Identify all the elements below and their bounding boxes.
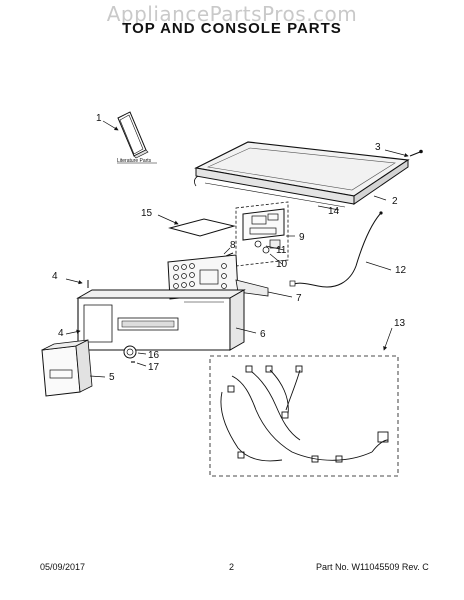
callout-10: 10 <box>276 259 288 270</box>
callout-9: 9 <box>299 232 305 243</box>
screw <box>409 149 423 157</box>
callout-15: 15 <box>141 208 153 219</box>
literature-parts-booklet <box>117 111 149 159</box>
callout-16: 16 <box>148 350 160 361</box>
callout-5: 5 <box>109 372 115 383</box>
callout-8: 8 <box>230 240 236 251</box>
callout-11: 11 <box>276 245 287 256</box>
console-insulation-pad <box>168 218 236 237</box>
footer-page-number: 2 <box>229 562 235 572</box>
main-wire-harness-box <box>209 355 399 477</box>
top-panel <box>194 141 410 208</box>
callout-4-top: 4 <box>52 271 58 282</box>
callout-3: 3 <box>375 142 381 153</box>
page-title: TOP AND CONSOLE PARTS <box>122 20 342 37</box>
callout-7: 7 <box>296 293 302 304</box>
callout-12: 12 <box>395 265 407 276</box>
control-board-assembly <box>235 201 289 267</box>
dispenser-drawer <box>41 339 93 397</box>
footer-part-number: Part No. W11045509 Rev. C <box>316 562 429 572</box>
literature-label: Literature Parts <box>117 158 152 164</box>
main-wire-harness <box>220 365 389 463</box>
callout-17: 17 <box>148 362 160 373</box>
footer-date: 05/09/2017 <box>40 562 86 572</box>
watermark: AppliancePartsPros.com <box>106 2 358 26</box>
callout-13: 13 <box>394 318 406 329</box>
callout-1: 1 <box>96 113 102 124</box>
callout-6: 6 <box>260 329 266 340</box>
callout-4-bottom: 4 <box>58 328 64 339</box>
selector-knob <box>123 345 137 359</box>
callout-2: 2 <box>392 196 398 207</box>
control-console <box>76 289 246 351</box>
console-wire-harness <box>293 213 381 288</box>
callout-14: 14 <box>328 206 340 217</box>
